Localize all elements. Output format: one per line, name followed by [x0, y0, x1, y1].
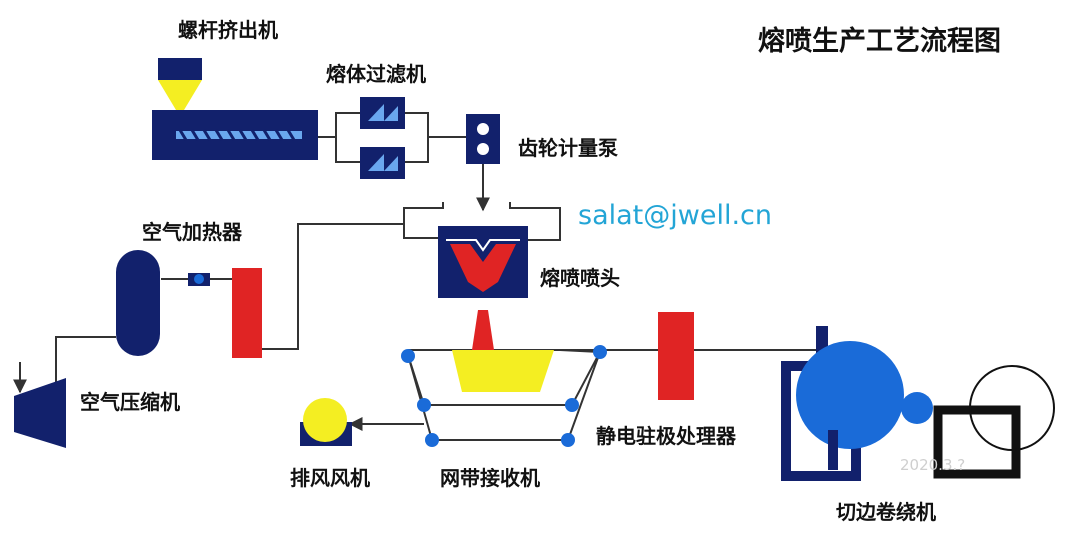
exhaust-fan	[300, 398, 352, 446]
collector-hopper	[452, 350, 554, 392]
label-gear-pump: 齿轮计量泵	[518, 136, 618, 160]
label-belt-collector: 网带接收机	[440, 466, 540, 490]
electret-unit	[658, 312, 694, 400]
label-air-heater: 空气加热器	[142, 220, 242, 244]
melt-filter	[360, 97, 405, 179]
diagram-title: 熔喷生产工艺流程图	[758, 26, 1001, 57]
label-air-compressor: 空气压缩机	[80, 390, 180, 414]
contact-email: salat@jwell.cn	[578, 200, 772, 231]
label-slitter-winder: 切边卷绕机	[836, 500, 936, 524]
watermark: 2020.3.?	[900, 456, 966, 474]
meltblown-die	[438, 226, 528, 350]
air-valve	[188, 273, 210, 286]
air-heater	[232, 268, 262, 358]
extruder	[152, 58, 318, 160]
slitter-winder	[781, 326, 1055, 481]
belt-rollers	[401, 345, 607, 447]
label-electret: 静电驻极处理器	[596, 424, 736, 448]
gear-pump	[466, 114, 500, 164]
air-tank	[116, 250, 160, 356]
label-melt-filter: 熔体过滤机	[326, 62, 426, 86]
air-compressor	[14, 378, 66, 448]
label-exhaust-fan: 排风风机	[290, 466, 370, 490]
label-extruder: 螺杆挤出机	[178, 18, 278, 42]
label-meltblown-die: 熔喷喷头	[540, 266, 620, 290]
